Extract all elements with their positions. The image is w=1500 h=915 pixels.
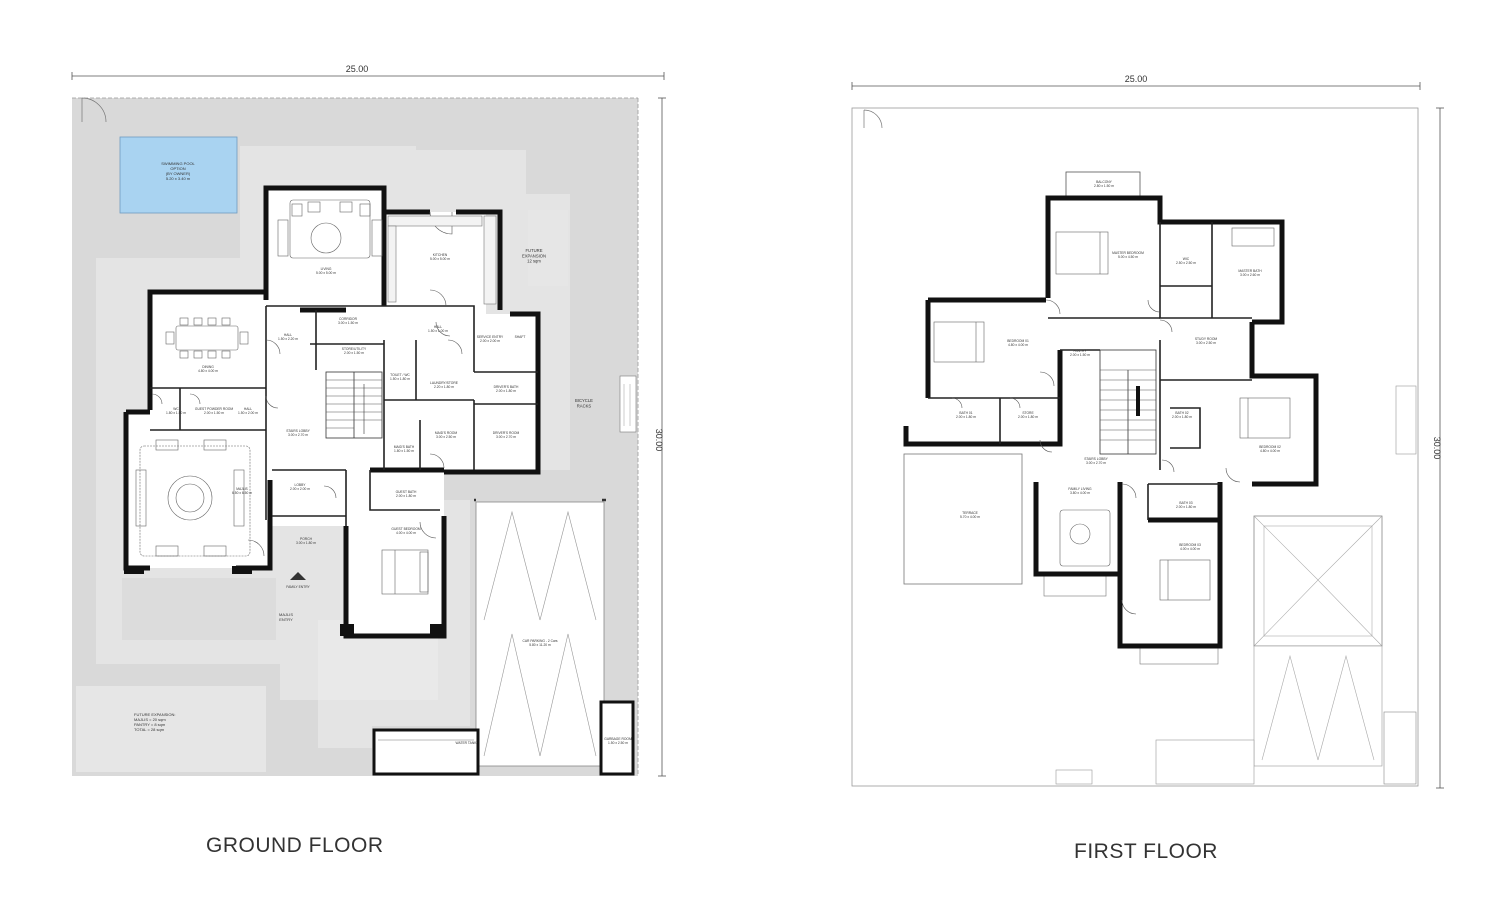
room-label-water-tank: WATER TANK: [456, 741, 478, 745]
ground-width-dimension: 25.00: [71, 64, 665, 80]
carport-shade: [1055, 515, 1417, 785]
car-parking: [474, 498, 606, 767]
ground-interior-walls: [150, 305, 538, 526]
first-floor-plan: 25.00 30.00: [851, 74, 1444, 789]
first-door-swings: [951, 299, 1241, 615]
room-label-shaft: SHAFT: [515, 335, 526, 339]
ground-floor-title: GROUND FLOOR: [206, 834, 384, 857]
garbage-room: [599, 700, 635, 776]
majlis-furniture: [135, 439, 251, 557]
family-entry-arrow-icon: [290, 572, 306, 580]
first-interior-walls: [928, 222, 1252, 520]
guest-bed: [381, 549, 429, 595]
ground-depth-label: 30.00: [654, 429, 664, 452]
room-label-family-entry: FAMILY ENTRY: [286, 585, 310, 589]
dining-table: [165, 317, 249, 359]
ground-floor-plan: 25.00 30.00: [71, 64, 666, 777]
swimming-pool: [119, 136, 238, 214]
balcony: [1065, 171, 1141, 197]
first-depth-label: 30.00: [1432, 437, 1442, 460]
first-width-dimension: 25.00: [851, 74, 1421, 90]
kitchen-counters: [387, 215, 497, 305]
first-width-label: 25.00: [1125, 74, 1148, 84]
bicycle-racks: [619, 375, 637, 433]
ground-depth-dimension: 30.00: [654, 97, 666, 777]
first-floor-title: FIRST FLOOR: [1074, 840, 1218, 863]
ground-width-label: 25.00: [346, 64, 369, 74]
terrace: [903, 453, 1023, 585]
ground-staircase: [325, 371, 383, 439]
future-expansion-area: [76, 686, 266, 772]
first-staircase: [1099, 349, 1157, 455]
master-bathtub: [1231, 227, 1275, 247]
water-tank: [372, 728, 480, 776]
first-floor-beds: [933, 231, 1291, 601]
first-depth-dimension: 30.00: [1432, 107, 1444, 789]
living-furniture: [277, 199, 383, 259]
